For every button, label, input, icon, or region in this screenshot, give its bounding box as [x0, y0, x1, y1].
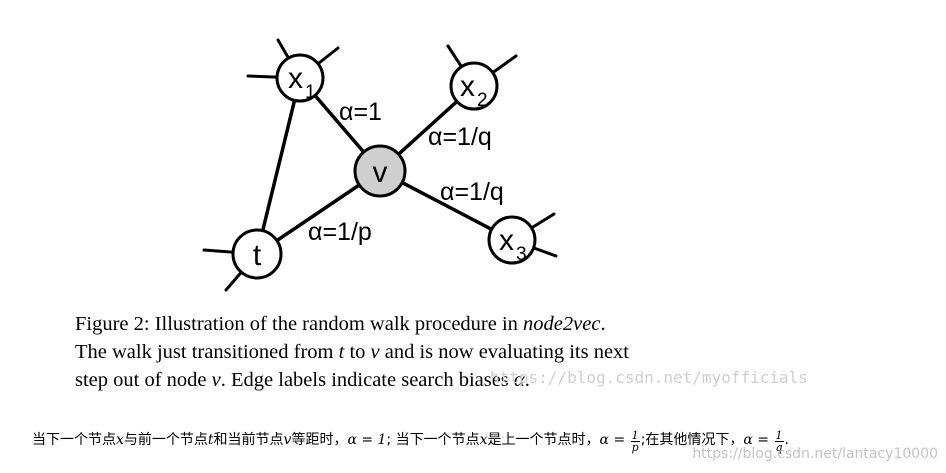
- node-t-label: t: [253, 239, 262, 272]
- edge-label-v-x3: α=1/q: [440, 178, 504, 206]
- node-x1-label: x: [288, 62, 303, 95]
- node-x2: x 2: [449, 61, 499, 111]
- node-x3-label: x: [499, 224, 514, 257]
- figure-caption: Figure 2: Illustration of the random wal…: [75, 310, 795, 394]
- node-x2-subscript: 2: [477, 90, 488, 111]
- node-t: t: [231, 228, 283, 280]
- watermark-center: https://blog.csdn.net/myofficials: [490, 368, 808, 387]
- chinese-note: 当下一个节点x与前一个节点t和当前节点v等距时，α = 1; 当下一个节点x是上…: [32, 429, 789, 454]
- caption-method-name: node2vec: [523, 313, 601, 335]
- node-v-label: v: [373, 156, 388, 189]
- edge-label-v-t: α=1/p: [308, 218, 372, 246]
- note-equation-1: α = 1: [347, 432, 387, 448]
- caption-line-1: Figure 2: Illustration of the random wal…: [75, 313, 606, 335]
- node-x2-label: x: [460, 70, 475, 103]
- edge-label-v-x2: α=1/q: [428, 123, 492, 151]
- node-v: v: [353, 144, 407, 198]
- watermark-corner: https://blog.csdn.net/lantacy10000: [692, 446, 938, 462]
- caption-line-2: The walk just transitioned from t to v a…: [75, 341, 629, 363]
- node-x3: x 3: [487, 215, 537, 265]
- random-walk-diagram: x 1 x 2 x 3 v t α=1 α=1/q α=1/q α=1/p: [202, 38, 558, 292]
- node-x1-subscript: 1: [305, 82, 316, 103]
- node-x1: x 1: [275, 53, 325, 103]
- node-x3-subscript: 3: [516, 244, 527, 265]
- caption-line-3: step out of node v. Edge labels indicate…: [75, 369, 530, 391]
- edge-t-x1: [255, 76, 302, 256]
- edge-label-v-x1: α=1: [339, 98, 382, 126]
